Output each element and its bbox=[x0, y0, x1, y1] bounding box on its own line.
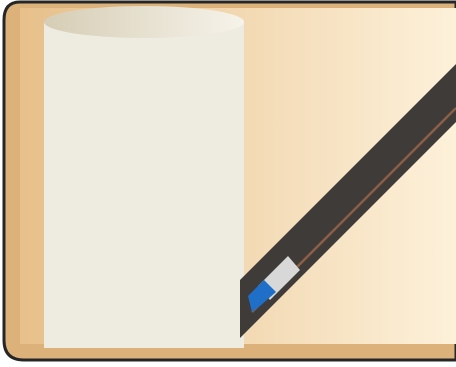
paper-roll-icon bbox=[44, 6, 244, 348]
